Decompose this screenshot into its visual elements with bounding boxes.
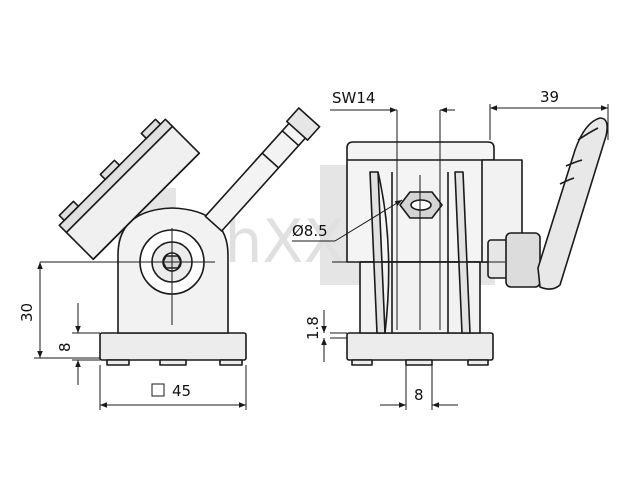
left-centerlines — [40, 228, 215, 325]
right-dimensions — [292, 104, 609, 410]
dim-slot-8: 8 — [414, 386, 424, 404]
right-base-foot — [351, 359, 373, 366]
right-centerlines — [332, 110, 505, 330]
left-tilted-block — [58, 118, 201, 261]
square-symbol-icon — [151, 383, 165, 397]
left-base-plate — [99, 332, 247, 361]
left-base-foot — [219, 359, 243, 366]
right-base-plate — [346, 332, 494, 361]
right-base-foot — [467, 359, 489, 366]
right-plate — [454, 171, 471, 334]
right-lever-handle — [537, 117, 608, 290]
right-knob-collar — [487, 239, 509, 279]
dim-width-39: 39 — [540, 88, 559, 106]
left-dimensions — [34, 262, 247, 410]
left-lever-arm — [204, 107, 321, 232]
dim-hole-diameter: Ø8.5 — [292, 222, 328, 240]
dim-wrench-size: SW14 — [332, 89, 375, 107]
dim-height-8: 8 — [56, 342, 74, 352]
dim-square-45: 45 — [172, 382, 191, 400]
right-knob-body — [505, 232, 541, 288]
dim-height-30: 30 — [18, 303, 36, 322]
right-base-foot — [405, 359, 433, 366]
left-view — [58, 107, 321, 366]
left-base-foot — [106, 359, 130, 366]
dim-thickness-1-8: 1.8 — [304, 316, 322, 340]
right-view — [346, 117, 608, 366]
left-base-foot — [159, 359, 187, 366]
